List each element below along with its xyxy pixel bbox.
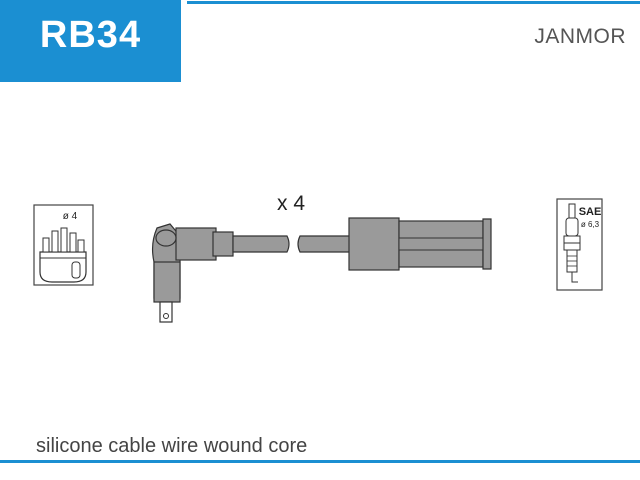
part-number-badge: RB34	[0, 0, 181, 82]
straight-boot-connector	[348, 217, 492, 271]
header-rule	[187, 1, 640, 4]
part-number: RB34	[39, 14, 142, 56]
angled-boot-connector	[151, 223, 234, 323]
product-description: silicone cable wire wound core	[36, 435, 308, 457]
brand-name: JANMOR	[534, 25, 626, 48]
wire-count-label: x 4	[277, 192, 306, 215]
spark-plug-standard-label: SAE	[579, 206, 602, 218]
ignition-cable	[232, 235, 351, 253]
distributor-diameter-label: ø 4	[63, 211, 78, 222]
spark-plug-size-label: ø 6,3	[581, 220, 600, 229]
footer-rule	[0, 460, 640, 463]
spark-plug-icon: SAE ø 6,3	[556, 198, 603, 291]
distributor-cap-icon: ø 4	[33, 204, 94, 286]
